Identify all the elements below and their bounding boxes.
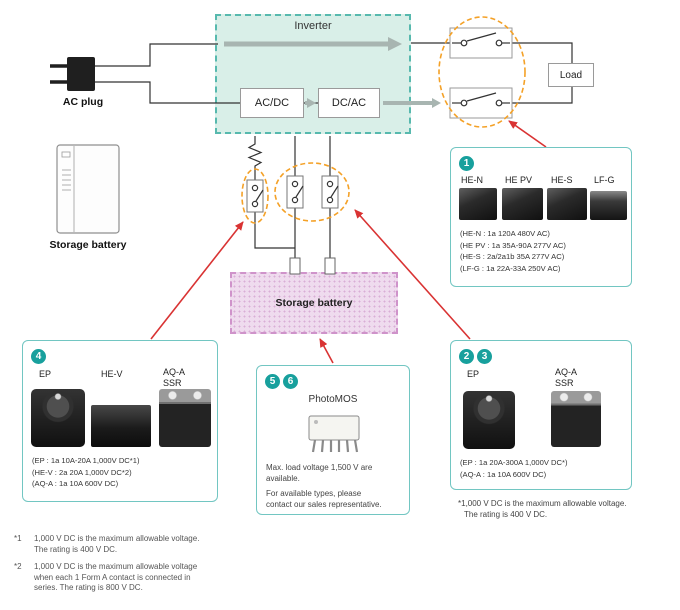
callout3-number-badge: 3 (477, 349, 492, 364)
footnote-line: when each 1 Form A contact is connected … (34, 572, 191, 582)
callout2-number-badge: 2 (459, 349, 474, 364)
footnote-line: The rating is 400 V DC. (34, 544, 118, 554)
ac-plug-icon (50, 57, 95, 91)
relay-photo-he-v (91, 405, 151, 447)
dcac-box: DC/AC (318, 88, 380, 118)
note-line: available. (266, 474, 300, 483)
product-name-he-v: HE-V (101, 369, 123, 379)
battery-cabinet-icon (56, 144, 120, 234)
relay-photo-he-n (459, 188, 497, 220)
callout-grid-relays: 1 HE-N HE PV HE-S LF-G (HE-N : 1a 120A 4… (450, 147, 632, 287)
load-label: Load (559, 69, 583, 81)
highlight-ellipse-relay-right (274, 162, 350, 222)
acdc-box: AC/DC (240, 88, 304, 118)
callout4-number-badge: 4 (31, 349, 46, 364)
product-name-he-pv: HE PV (505, 175, 533, 185)
footnote-text: 1,000 V DC is the maximum allowable volt… (34, 562, 197, 594)
photomos-title: PhotoMOS (308, 394, 358, 405)
callout-dc-relays-right: 2 3 EP AQ-A SSR (EP : 1a 20A-300A 1,000V… (450, 340, 632, 490)
note-line: For available types, please (266, 489, 362, 498)
product-name-lf-g: LF-G (594, 175, 615, 185)
spec-line: (EP : 1a 10A-20A 1,000V DC*1) (32, 456, 140, 465)
product-name-he-s: HE-S (551, 175, 573, 185)
relay-photo-aq-a-ssr (159, 389, 211, 447)
spec-line: (LF-G : 1a 22A-33A 250V AC) (460, 263, 561, 273)
relay-photo-he-pv (502, 188, 543, 220)
grid-relay-contact-top (449, 27, 513, 59)
product-name-aq-a: AQ-A (555, 367, 578, 377)
spec-line: (EP : 1a 20A-300A 1,000V DC*) (460, 458, 568, 467)
footnote-marker: *1 (14, 534, 22, 543)
resistor-symbol (247, 142, 263, 168)
photomos-note: Max. load voltage 1,500 V are available.… (266, 462, 382, 510)
footnote-line: 1,000 V DC is the maximum allowable volt… (34, 562, 198, 571)
callout-arrow-grid (508, 120, 547, 148)
footnote-1: *1 1,000 V DC is the maximum allowable v… (14, 534, 199, 555)
relay-photo-aq-a-ssr (551, 391, 601, 447)
product-name-aq-a-sub: SSR (555, 378, 574, 388)
footnote-line: 1,000 V DC is the maximum allowable volt… (34, 534, 200, 543)
spec-line: (HE-N : 1a 120A 480V AC) (460, 229, 550, 238)
dc-relay-contact-1 (246, 179, 264, 213)
relay-photo-ep (463, 391, 515, 449)
footnote-marker: *2 (14, 562, 22, 571)
callout23-footnote: *1,000 V DC is the maximum allowable vol… (458, 498, 627, 520)
load-box: Load (548, 63, 594, 87)
callout-dc-relays-left: 4 EP HE-V AQ-A SSR (EP : 1a 10A-20A 1,00… (22, 340, 218, 502)
relay-photo-ep (31, 389, 85, 447)
footnote-line: *1,000 V DC is the maximum allowable vol… (458, 499, 627, 508)
storage-battery-region-label: Storage battery (275, 297, 353, 309)
dc-relay-contact-2 (286, 175, 304, 209)
product-name-aq-a: AQ-A (163, 367, 186, 377)
callout4-specs: (EP : 1a 10A-20A 1,000V DC*1) (HE-V : 2a… (32, 455, 140, 490)
spec-line: (AQ-A : 1a 10A 600V DC) (460, 469, 547, 479)
dc-relay-contact-3 (321, 175, 339, 209)
storage-battery-label: Storage battery (49, 239, 127, 251)
relay-photo-he-s (547, 188, 587, 220)
photomos-chip-icon (308, 415, 360, 453)
callout5-number-badge: 5 (265, 374, 280, 389)
spec-line: (HE-V : 2a 20A 1,000V DC*2) (32, 467, 132, 477)
highlight-ellipse-grid (438, 16, 526, 128)
spec-line: (HE PV : 1a 35A-90A 277V AC) (460, 240, 566, 250)
footnote-text: 1,000 V DC is the maximum allowable volt… (34, 534, 199, 555)
callout-arrow-battery (319, 338, 334, 364)
callout1-number-badge: 1 (459, 156, 474, 171)
ac-plug-label: AC plug (62, 96, 104, 108)
relay-photo-lf-g (590, 191, 627, 220)
inverter-label: Inverter (294, 20, 332, 32)
footnote-line: series. The rating is 800 V DC. (34, 583, 143, 592)
highlight-ellipse-relay-left (241, 168, 269, 224)
storage-battery-region: Storage battery (230, 272, 398, 334)
footnote-line: The rating is 400 V DC. (464, 510, 548, 519)
callout6-number-badge: 6 (283, 374, 298, 389)
callout-photomos: 5 6 PhotoMOS Max. load voltage 1,500 V a… (256, 365, 410, 515)
note-line: Max. load voltage 1,500 V are (266, 463, 373, 472)
grid-relay-contact-bottom (449, 87, 513, 119)
spec-line: (HE-S : 2a/2a1b 35A 277V AC) (460, 252, 565, 261)
footnote-2: *2 1,000 V DC is the maximum allowable v… (14, 562, 197, 594)
product-name-ep: EP (467, 369, 480, 379)
spec-line: (AQ-A : 1a 10A 600V DC) (32, 479, 119, 488)
product-name-ep: EP (39, 369, 52, 379)
product-name-he-n: HE-N (461, 175, 483, 185)
note-line: contact our sales representative. (266, 500, 382, 509)
callout23-specs: (EP : 1a 20A-300A 1,000V DC*) (AQ-A : 1a… (460, 457, 568, 480)
acdc-label: AC/DC (254, 97, 290, 109)
dcac-label: DC/AC (331, 97, 367, 109)
callout1-specs: (HE-N : 1a 120A 480V AC) (HE PV : 1a 35A… (460, 228, 566, 274)
product-name-aq-a-sub: SSR (163, 378, 182, 388)
